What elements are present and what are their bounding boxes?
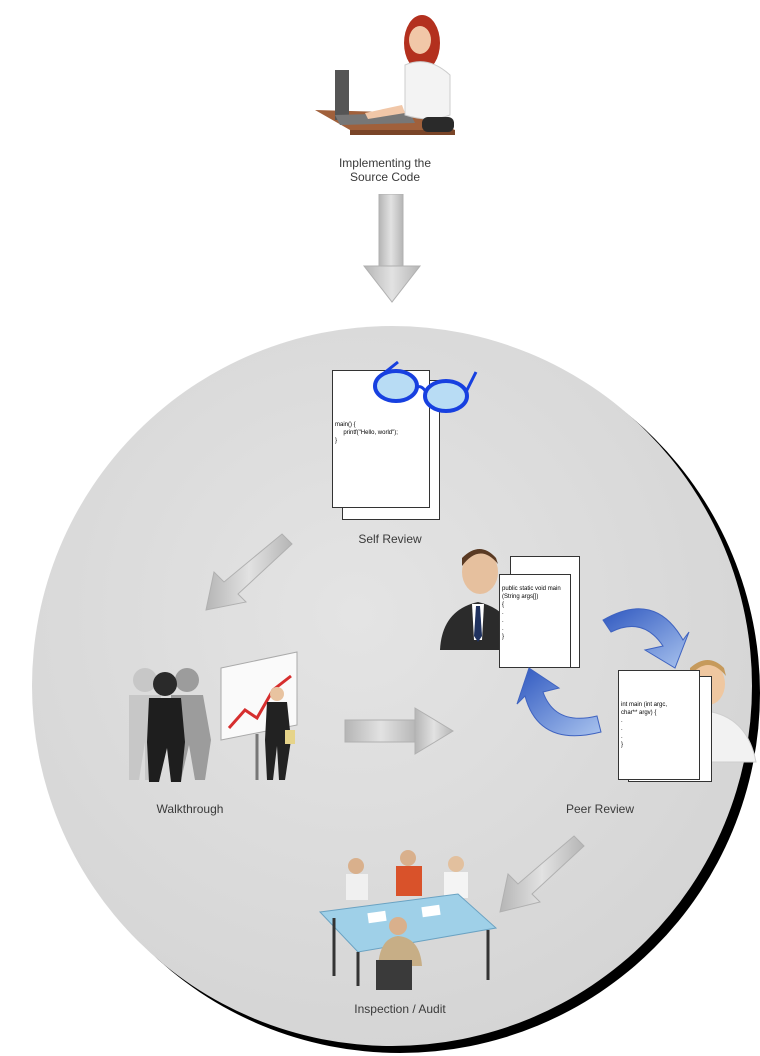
cycle-arrows-icon [516,608,690,737]
walkthrough-figures [129,651,298,782]
arrow-down-left-icon [205,533,293,611]
peer-avatar-a [440,549,518,650]
inspection-meeting [318,850,498,990]
glasses-icon [373,360,478,413]
implementing-label-line1: Implementing the [338,156,432,170]
implementing-label: Implementing the Source Code [320,156,450,184]
peer-code-doc-a: public static void main (String args[]) … [499,574,571,668]
walkthrough-label: Walkthrough [156,802,224,816]
peer-code-doc-b: int main (int argc, char** argv) { . . .… [618,670,700,780]
self-review-label: Self Review [358,532,422,546]
arrow-down-left-icon-2 [499,835,585,913]
peer-review-label: Peer Review [565,802,635,816]
implementing-label-line2: Source Code [349,170,421,184]
inspection-label: Inspection / Audit [354,1002,446,1016]
developer-figure [315,15,455,135]
down-arrow-icon [362,194,422,303]
right-arrow-icon [344,707,454,755]
